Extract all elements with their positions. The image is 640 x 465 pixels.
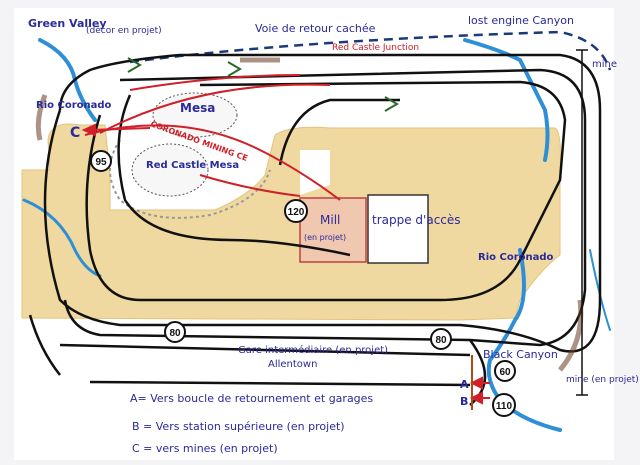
mining-track-2 — [99, 83, 331, 134]
arrow-b-head — [469, 391, 483, 405]
grade-markers — [90, 150, 516, 417]
label-rio-coronado-left: Rio Coronado — [36, 100, 112, 111]
marker-80a: 80 — [169, 328, 181, 339]
label-voie-retour: Voie de retour cachée — [255, 22, 376, 35]
mesa-spur — [117, 94, 351, 257]
marker-95: 95 — [95, 157, 107, 168]
legend-c: C = vers mines (en projet) — [132, 442, 278, 455]
label-lost-engine: lost engine Canyon — [468, 14, 574, 27]
label-mill-projet: (en projet) — [304, 233, 346, 242]
third-loop — [85, 80, 567, 302]
ties-right — [558, 299, 584, 372]
marker-95-circle — [90, 150, 112, 172]
label-mine-bottom: mine (en projet) — [566, 375, 639, 385]
lower-yard-2 — [89, 380, 471, 387]
label-red-castle-mesa: Red Castle Mesa — [146, 160, 239, 171]
legend: A= Vers boucle de retournement et garage… — [130, 392, 373, 455]
arrows — [81, 123, 490, 410]
river-lost-engine — [463, 38, 550, 162]
mining-line — [84, 74, 341, 201]
access-hatch — [367, 194, 429, 264]
marker-80b-circle — [430, 328, 452, 350]
marker-60: 60 — [499, 367, 511, 378]
lower-yard-1 — [59, 343, 471, 357]
upper-spur — [278, 98, 400, 166]
label-marker-a: A — [460, 378, 469, 391]
river-left-lower — [22, 198, 102, 278]
label-mesa: Mesa — [180, 101, 215, 115]
marker-110-circle — [492, 393, 516, 417]
mining-track-3 — [129, 74, 301, 91]
red-castle-curve — [199, 174, 301, 197]
grade-marker-labels: 95 120 80 80 60 110 — [95, 157, 512, 412]
turnout-1 — [127, 57, 142, 73]
turnout-2 — [227, 61, 242, 77]
arrow-c-line — [89, 127, 151, 131]
river-black-canyon — [486, 248, 562, 432]
arrow-c-head — [81, 123, 96, 137]
label-mill: Mill — [320, 213, 340, 227]
marker-120: 120 — [288, 207, 305, 218]
turnout-markers — [127, 57, 399, 112]
label-rio-coronado-right: Rio Coronado — [478, 252, 554, 263]
label-decor: (décor en projet) — [86, 25, 162, 36]
marker-110: 110 — [496, 401, 513, 412]
label-trappe: trappe d'accès — [372, 213, 461, 227]
ties-left — [35, 94, 48, 141]
label-black-canyon: Black Canyon — [483, 348, 558, 361]
mine-bracket — [576, 49, 588, 396]
label-red-castle-junction: Red Castle Junction — [332, 43, 419, 53]
label-marker-c: C — [70, 125, 80, 141]
label-gare: Gare intermédiaire (en projet) — [238, 344, 388, 356]
marker-60-circle — [494, 360, 516, 382]
legend-b: B = Vers station supérieure (en projet) — [132, 420, 345, 433]
turnout-3 — [384, 96, 399, 112]
inner-loop — [63, 68, 587, 347]
label-green-valley: Green Valley — [28, 17, 107, 30]
label-marker-b: B — [460, 395, 468, 408]
label-allentown: Allentown — [268, 359, 317, 370]
marker-120-circle — [284, 199, 308, 223]
label-mine-top: mine — [592, 59, 617, 70]
marker-80b: 80 — [435, 335, 447, 346]
track-ties — [35, 57, 584, 372]
lower-curve — [28, 314, 61, 376]
arrow-a-head — [469, 376, 483, 390]
marker-80a-circle — [164, 321, 186, 343]
mining-track-main — [84, 124, 341, 201]
legend-a: A= Vers boucle de retournement et garage… — [130, 392, 373, 405]
hidden-return-track — [129, 30, 612, 71]
red-castle-mesa-outline — [131, 143, 209, 197]
baseboard-cutout — [300, 150, 330, 195]
